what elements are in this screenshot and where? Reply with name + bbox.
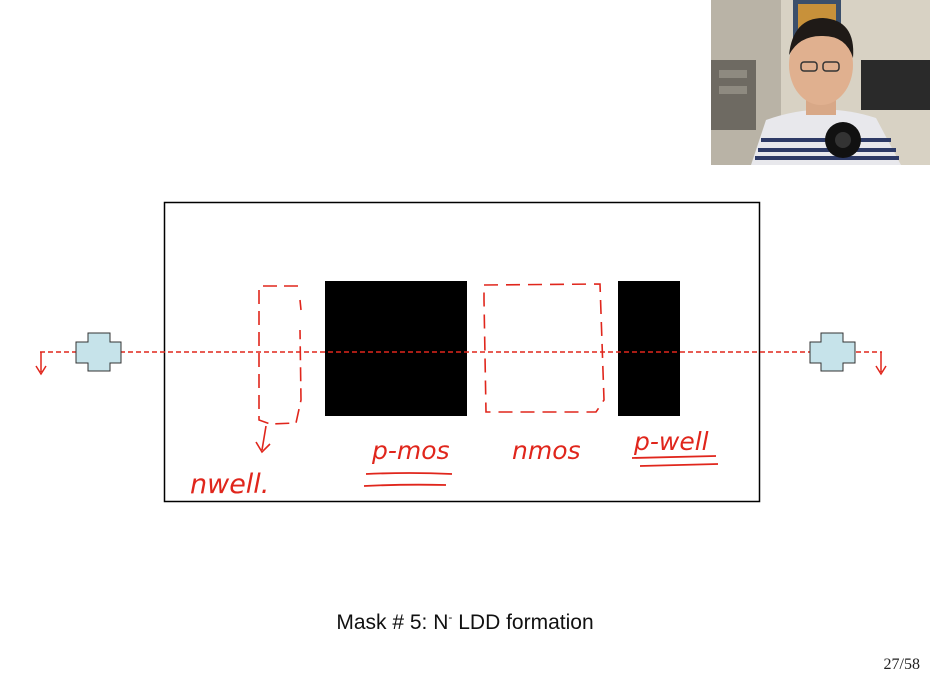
cut-line-left-arrow	[35, 352, 47, 376]
pwell-annotation: p-well	[633, 427, 709, 456]
pmos-underline-2	[363, 483, 447, 487]
nwell-annotation: nwell.	[190, 469, 269, 500]
caption-suffix: LDD formation	[452, 611, 594, 634]
pmos-underline-1	[365, 472, 453, 475]
nwell-sketch-box	[258, 285, 302, 425]
caption-prefix: Mask # 5: N	[336, 611, 449, 634]
nmos-sketch-box	[483, 283, 605, 413]
pwell-underline-1	[631, 455, 717, 459]
pwell-mask-region	[618, 281, 680, 416]
presenter-video-icon	[711, 0, 930, 165]
presenter-webcam	[711, 0, 930, 165]
nwell-arrow	[255, 425, 271, 454]
alignment-marker-right	[809, 332, 856, 372]
pmos-annotation: p-mos	[371, 436, 450, 465]
pwell-underline-2	[639, 463, 719, 467]
cut-line-right-arrow	[875, 352, 887, 376]
pmos-mask-region	[325, 281, 467, 416]
alignment-marker-left	[75, 332, 122, 372]
page-number: 27/58	[883, 656, 920, 673]
nmos-annotation: nmos	[512, 436, 581, 465]
slide-caption: Mask # 5: N- LDD formation	[0, 610, 930, 635]
caption-superscript: -	[448, 610, 453, 624]
